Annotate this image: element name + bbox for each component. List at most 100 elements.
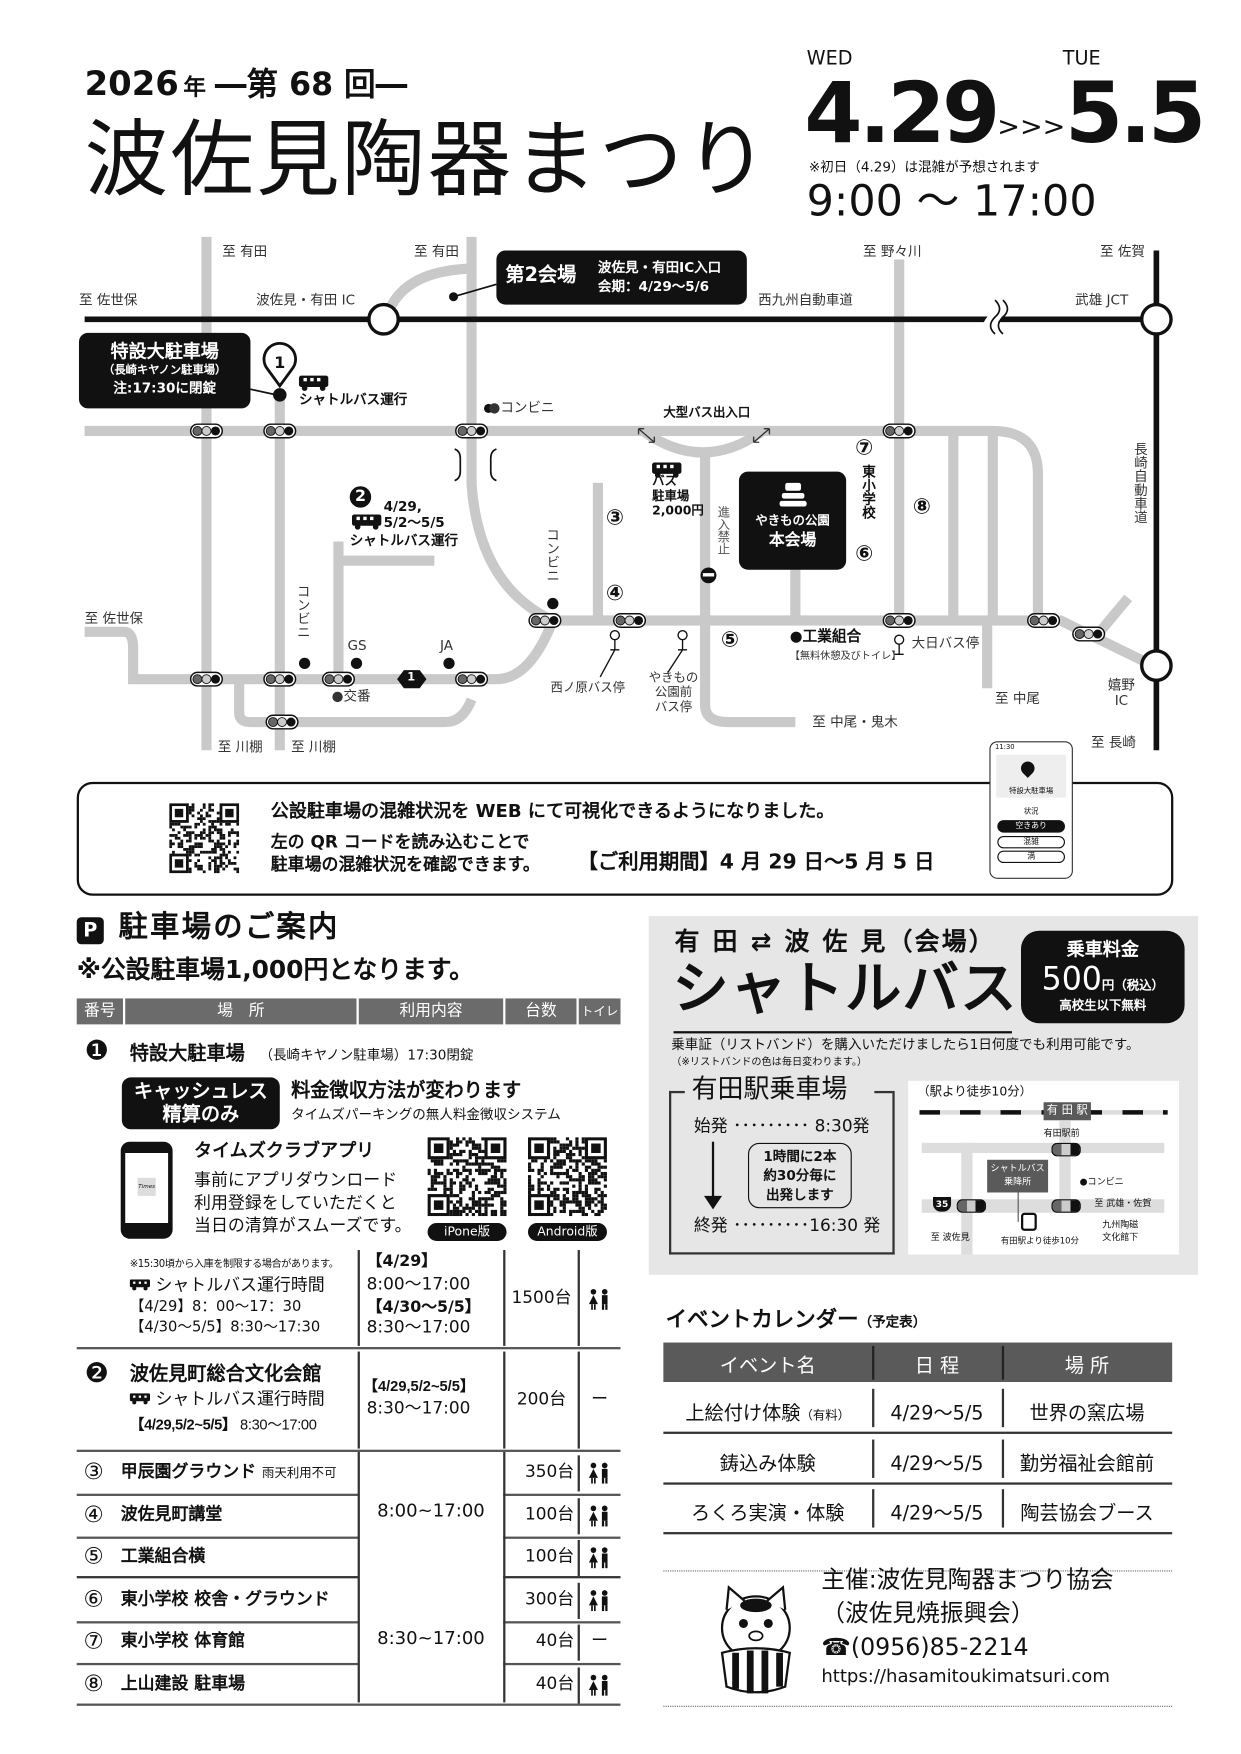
map-lot-3: ③ — [605, 505, 624, 531]
bus-icon — [298, 375, 329, 391]
parking-status-qr-code[interactable] — [169, 803, 240, 874]
times-logo: Times — [137, 1177, 156, 1196]
lot1-count: 1500台 — [511, 1287, 572, 1308]
last-departure: 終発 ･････････16:30 発 — [693, 1215, 881, 1236]
bus-icon — [351, 514, 382, 530]
android-app-qr-code[interactable] — [527, 1137, 607, 1217]
lot-number: ③ — [83, 1457, 104, 1485]
map-lot-5: ⑤ — [720, 627, 740, 653]
bus-icon — [1021, 1212, 1037, 1231]
fare-label: 乗車料金 — [1066, 938, 1139, 961]
takeo-jct-interchange — [1140, 302, 1173, 336]
app-line2: 利用登録をしていただくと — [194, 1192, 397, 1213]
label-to-nonokawa: 至 野々川 — [863, 243, 922, 260]
label-to-nakao-onigi: 至 中尾・鬼木 — [812, 714, 898, 730]
lot-number: ⑤ — [83, 1542, 104, 1570]
venue2-dot — [449, 292, 459, 302]
edition: ―第 68 回― — [214, 65, 408, 103]
lot1-shuttle-hours-1: 【4/29】8：00〜17：30 — [129, 1298, 302, 1316]
toilet-icon — [588, 1462, 608, 1484]
ios-app-qr-code[interactable] — [427, 1137, 507, 1217]
venue2-title: 第2会場 — [505, 263, 577, 287]
payment-change: 料金徴収方法が変わります — [291, 1079, 522, 1103]
map-lot-8: ⑧ — [912, 494, 931, 519]
arita-station: 有 田 駅 — [1043, 1102, 1091, 1121]
label-kogyo-note: 【無料休憩及びトイレ】 — [789, 650, 902, 663]
parking-icon: P — [76, 917, 104, 945]
shuttle-route: 有 田 ⇄ 波 佐 見（会場） — [674, 928, 996, 957]
access-map — [84, 236, 1173, 751]
hasami-ic-interchange — [367, 302, 400, 336]
traffic-light-icon — [528, 612, 562, 629]
bus-icon — [652, 462, 682, 478]
organizer-name: 主催:波佐見陶器まつり協会 — [821, 1565, 1114, 1593]
event-name: ろくろ実演・体験 — [691, 1502, 845, 1526]
label-bus-gate: 大型バス出入口 — [663, 405, 751, 420]
ios-version-label[interactable]: iPone版 — [427, 1222, 507, 1241]
header-count: 台数 — [505, 998, 577, 1025]
lot2-shuttle-hours: 【4/29,5/2~5/5】 8:30〜17:00 — [129, 1415, 317, 1433]
toilet-icon — [588, 1547, 608, 1569]
map-lot-6: ⑥ — [855, 541, 874, 567]
lot-name: 上山建設 駐車場 — [120, 1672, 246, 1693]
organizer-sub: （波佐見焼振興会） — [821, 1599, 1035, 1627]
fare-box: 乗車料金 500円（税込） 高校生以下無料 — [1021, 930, 1185, 1024]
traffic-lights — [189, 423, 1106, 730]
app-title: タイムズクラブアプリ — [194, 1139, 375, 1161]
year-suffix: 年 — [183, 73, 206, 101]
traffic-light-icon — [263, 423, 297, 439]
web-notice-box — [76, 781, 1174, 896]
lot-number: ④ — [83, 1499, 104, 1527]
arita-mini-map: （駅より徒歩10分） 有 田 駅 有田駅前 シャトルバス乗降所 ●コンビニ 35… — [908, 1080, 1179, 1255]
traffic-light-icon — [882, 423, 916, 439]
toilet-icon — [588, 1288, 608, 1310]
hours: 9:00 〜 17:00 — [806, 175, 1097, 226]
label-nishinohara-stop: 西ノ原バス停 — [550, 680, 626, 695]
traffic-light-icon — [1051, 1142, 1081, 1157]
main-venue-park: やきもの公園 — [755, 513, 830, 529]
lots-3-5-hours: 8:00~17:00 — [377, 1499, 485, 1521]
traffic-light-icon — [1027, 612, 1061, 629]
traffic-light-icon — [263, 671, 297, 687]
header-usage: 利用内容 — [358, 998, 504, 1025]
organizer-url[interactable]: https://hasamitoukimatsuri.com — [821, 1665, 1110, 1687]
arita-stop-box — [669, 1090, 895, 1255]
route-35-marker: 35 — [933, 1196, 952, 1212]
label-to-arita-1: 至 有田 — [222, 243, 268, 260]
label-to-kawatana-1: 至 川棚 — [217, 738, 263, 755]
events-header-cell: イベント名 — [719, 1354, 816, 1378]
phone-lot-name: 特設大駐車場 — [1009, 786, 1054, 796]
shuttle-description: 乗車証（リストバンド）を購入いただけましたら1日何度でも利用可能です。 — [671, 1036, 1140, 1053]
android-version-label[interactable]: Android版 — [527, 1222, 607, 1241]
end-date: 5.5 — [1065, 65, 1206, 163]
mini-map-walk-note: 有田駅より徒歩10分 — [1000, 1235, 1079, 1246]
lot1-usage-time-2: 8:30〜17:00 — [366, 1316, 471, 1337]
lot-count: 40台 — [535, 1672, 575, 1693]
mini-map-to-hasami: 至 波佐見 — [930, 1231, 970, 1243]
lot-name: 東小学校 体育館 — [120, 1630, 246, 1651]
smartphone-icon: Times — [120, 1141, 173, 1239]
route-number: 1 — [407, 671, 416, 684]
traffic-light-icon — [189, 423, 223, 439]
lot-name: 工業組合横 — [120, 1545, 206, 1566]
mini-map-walk: （駅より徒歩10分） — [917, 1084, 1033, 1099]
venue2-period: 会期：4/29〜5/6 — [597, 278, 710, 295]
header-place: 場 所 — [125, 998, 357, 1025]
toilet-icon — [588, 1504, 608, 1526]
event-place: 世界の窯広場 — [1029, 1402, 1145, 1425]
lot2-toilet: ー — [591, 1388, 609, 1410]
lot1-dot — [273, 388, 287, 402]
shuttle-stop-label: シャトルバス乗降所 — [987, 1159, 1049, 1193]
toilet-icon — [588, 1288, 611, 1316]
bus-stop-icons — [599, 629, 905, 678]
local-roads — [84, 236, 1156, 751]
app-line1: 事前にアプリダウンロード — [194, 1169, 398, 1191]
organizer-phone[interactable]: ☎(0956)85-2214 — [821, 1633, 1029, 1661]
lot1-shuttle-hours-2: 【4/30〜5/5】8:30〜17:30 — [129, 1318, 321, 1336]
events-header-cell: 日 程 — [914, 1354, 960, 1378]
label-no-entry: 進入禁止 — [715, 505, 731, 556]
start-weekday: WED — [806, 47, 853, 70]
date-arrows: >>> — [997, 110, 1066, 143]
label-to-sasebo-2: 至 佐世保 — [84, 610, 144, 627]
